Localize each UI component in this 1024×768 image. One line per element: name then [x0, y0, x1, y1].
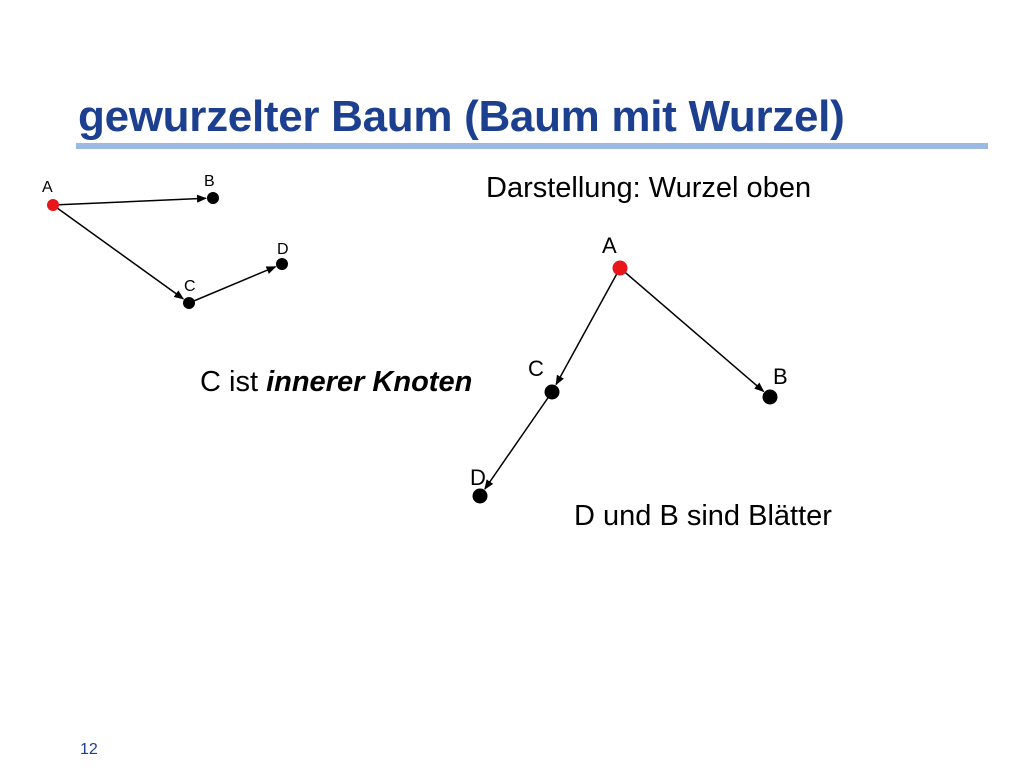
title-underline	[76, 143, 988, 149]
caption-leaves: D und B sind Blätter	[574, 500, 832, 532]
node-D	[276, 258, 288, 270]
node-label-B: B	[204, 173, 215, 190]
node-C	[544, 384, 560, 400]
node-label-D: D	[470, 465, 486, 490]
caption-representation: Darstellung: Wurzel oben	[486, 172, 812, 204]
edge-A-B	[52, 194, 208, 206]
node-C	[183, 297, 195, 309]
node-A	[47, 199, 59, 211]
node-B	[762, 389, 778, 405]
edge-A-C	[52, 204, 185, 300]
node-D	[472, 488, 488, 504]
node-label-A: A	[42, 179, 53, 196]
node-label-C: C	[528, 356, 544, 381]
edge-A-C	[555, 267, 621, 386]
page-number: 12	[80, 741, 98, 758]
caption-inner-emphasis: innerer Knoten	[266, 366, 473, 398]
node-label-D: D	[277, 241, 289, 258]
node-label-B: B	[773, 364, 788, 389]
tree-diagram-unordered: A B C D	[42, 173, 289, 309]
tree-diagram-rooted: A C B D	[470, 233, 788, 504]
node-label-C: C	[184, 278, 196, 295]
node-label-A: A	[602, 233, 617, 258]
edge-A-B	[619, 267, 765, 393]
edge-C-D	[188, 266, 277, 304]
node-A	[612, 260, 628, 276]
caption-inner-prefix: C ist	[200, 366, 267, 398]
caption-inner-node: C ist innerer Knoten	[200, 366, 472, 399]
node-B	[207, 192, 219, 204]
slide-title: gewurzelter Baum (Baum mit Wurzel)	[78, 92, 845, 141]
edge-C-D	[484, 391, 553, 490]
